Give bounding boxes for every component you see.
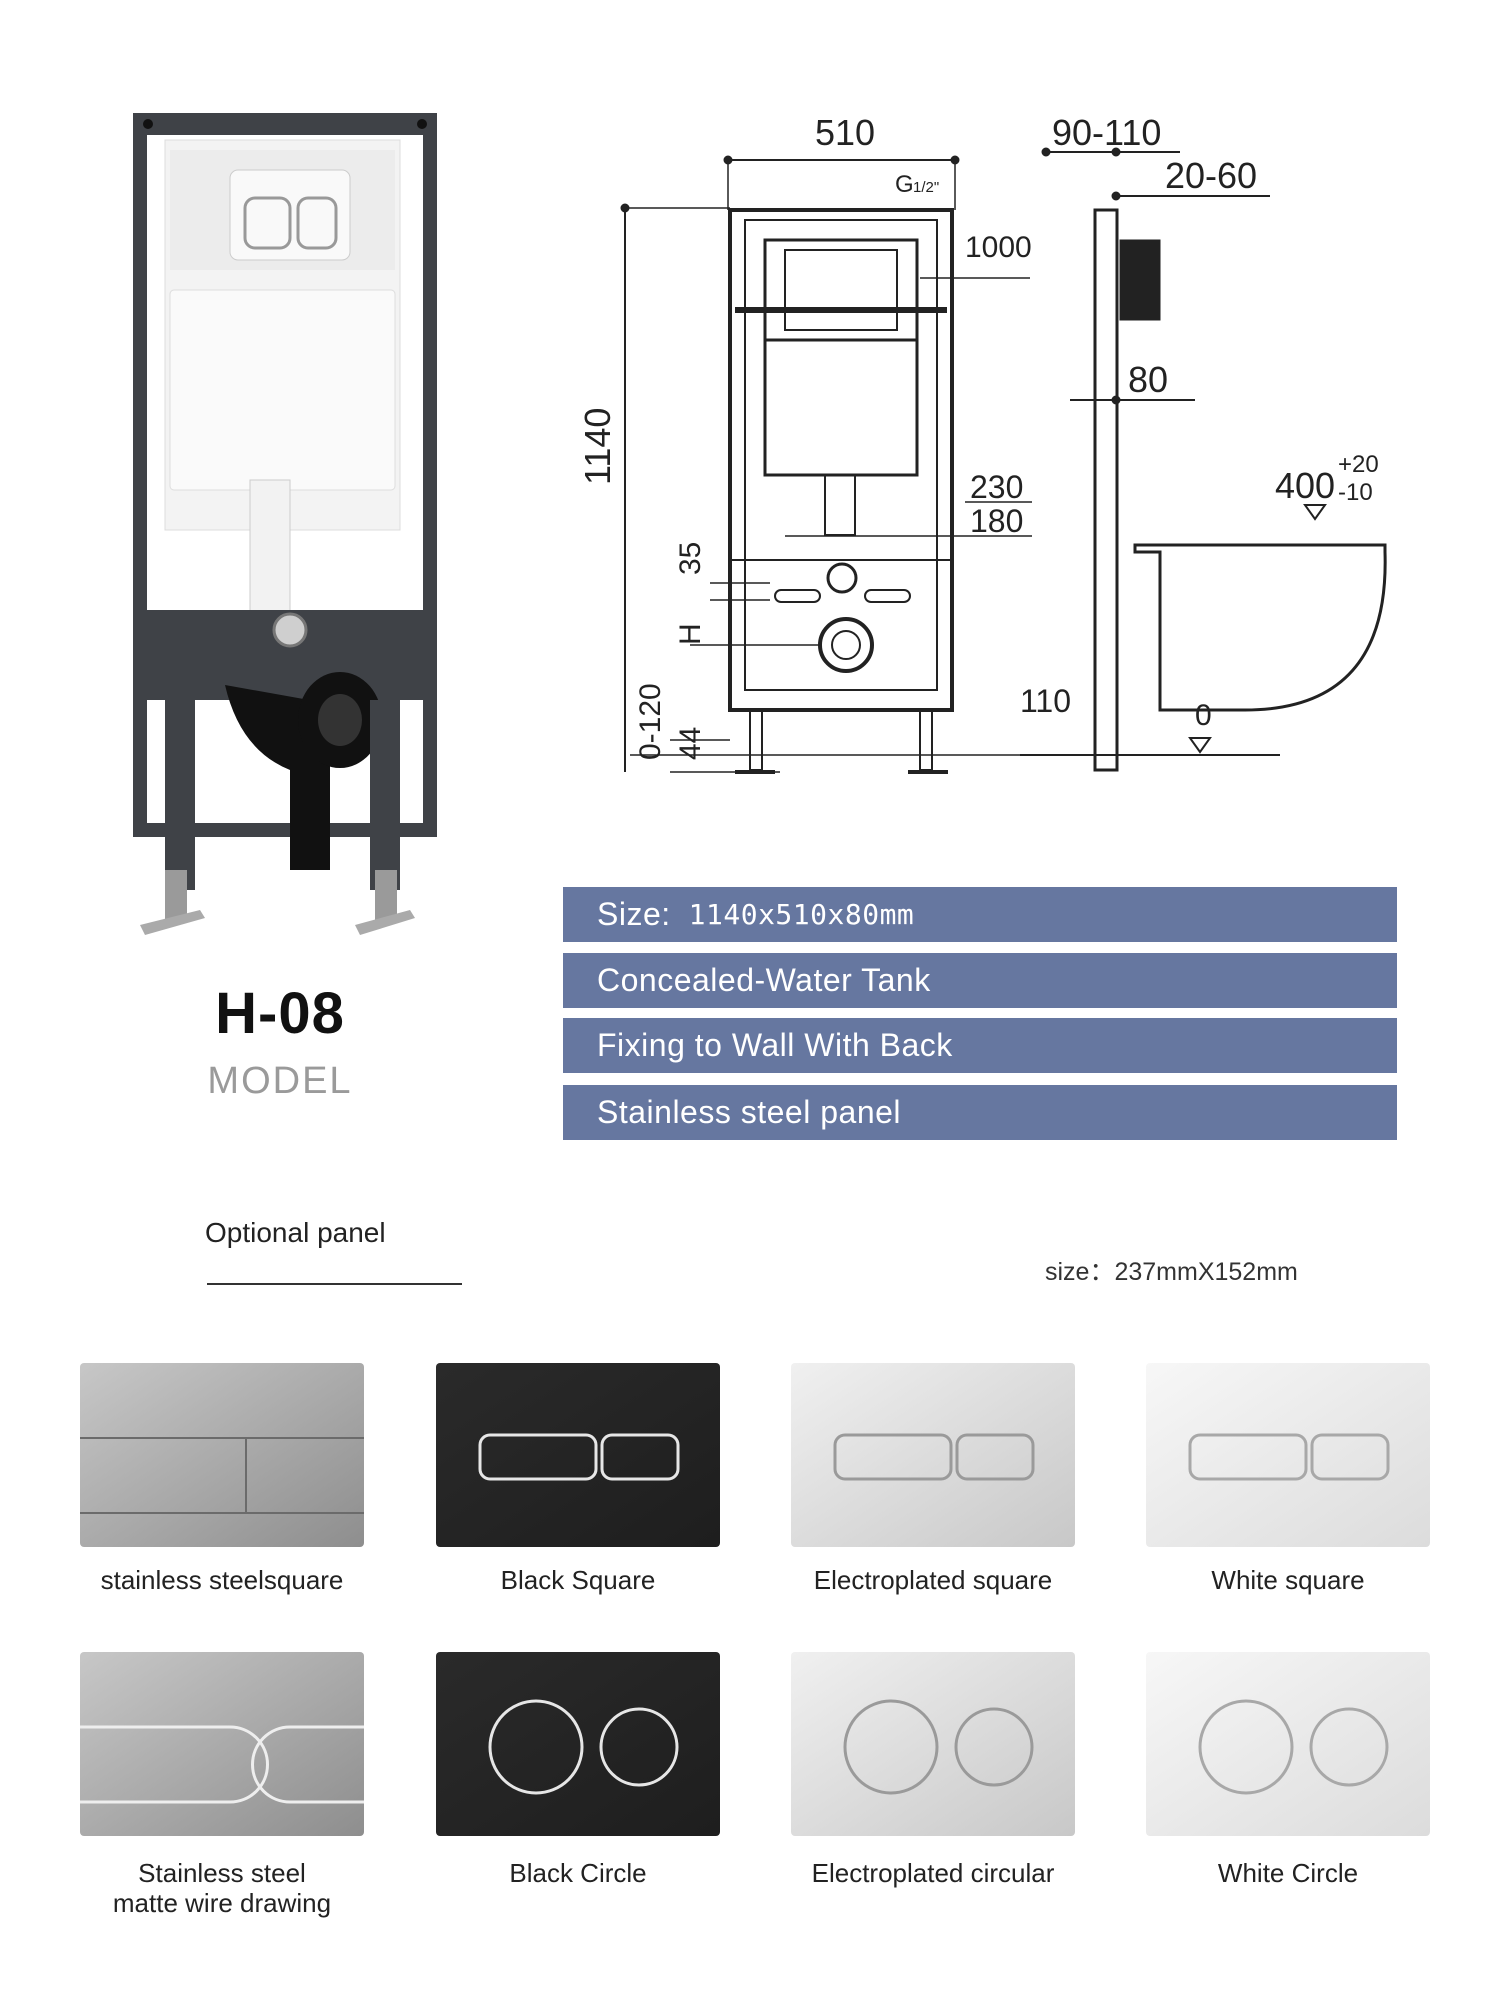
panel-caption: Electroplated square: [813, 1565, 1053, 1595]
spec-tank-label: Concealed-Water Tank: [597, 962, 931, 998]
dim-connection: G: [895, 171, 914, 198]
spec-size: Size: 1140x510x80mm: [563, 887, 1397, 942]
dim-h: H: [674, 623, 707, 645]
dim-level-1000: 1000: [965, 231, 1032, 264]
spec-tank: Concealed-Water Tank: [563, 953, 1397, 1008]
side-technical-drawing: 90-110 20-60 80 400 +20 -10 110 0: [1020, 112, 1387, 772]
model-label: MODEL: [207, 1060, 353, 1102]
dim-depth: 90-110: [1052, 112, 1161, 153]
spec-panel-label: Stainless steel panel: [597, 1094, 902, 1130]
panel-swatch: [80, 1652, 364, 1836]
model-code: H-08: [215, 981, 345, 1046]
panel-swatch: [1146, 1652, 1430, 1836]
dim-230: 230: [970, 469, 1023, 505]
panel-size-label: size：237mmX152mm: [1045, 1258, 1298, 1286]
product-photo: [133, 113, 437, 935]
dim-width: 510: [815, 112, 875, 153]
dim-110: 110: [1020, 683, 1071, 719]
panel-swatch: [791, 1652, 1075, 1836]
panel-caption: Stainless steel matte wire drawing: [112, 1858, 332, 1918]
panel-caption: stainless steelsquare: [100, 1565, 344, 1595]
dim-tol-plus: +20: [1338, 451, 1379, 478]
panel-swatch: [80, 1363, 364, 1547]
dim-180: 180: [970, 503, 1023, 539]
spec-size-key: Size:: [597, 896, 671, 932]
front-technical-drawing: 510 G 1/2" 1140 1000 230 180 35 H 0-120 …: [577, 112, 1070, 774]
panel-swatch: [791, 1363, 1075, 1547]
panel-swatch: [1146, 1363, 1430, 1547]
panel-caption: White square: [1211, 1565, 1365, 1595]
panel-caption: Black Square: [500, 1565, 656, 1595]
dim-seat-height: 400: [1275, 465, 1335, 506]
dim-35: 35: [674, 542, 707, 575]
dim-tol-minus: -10: [1338, 479, 1373, 506]
dim-height: 1140: [577, 408, 618, 485]
panel-swatch: [436, 1363, 720, 1547]
panel-swatch: [436, 1652, 720, 1836]
dim-floor: 0: [1195, 699, 1212, 732]
panel-caption: White Circle: [1217, 1858, 1359, 1888]
panel-caption: Electroplated circular: [811, 1858, 1055, 1888]
optional-panel-title: Optional panel: [205, 1222, 386, 1248]
dim-frame: 80: [1128, 359, 1168, 400]
panel-caption: Black Circle: [509, 1858, 647, 1888]
spec-fixing: Fixing to Wall With Back: [563, 1018, 1397, 1073]
dim-connection-frac: 1/2": [913, 179, 939, 196]
spec-size-value: 1140x510x80mm: [688, 898, 915, 931]
dim-offset: 20-60: [1165, 155, 1257, 196]
spec-fixing-label: Fixing to Wall With Back: [597, 1027, 953, 1063]
spec-panel: Stainless steel panel: [563, 1085, 1397, 1140]
dim-0-120: 0-120: [634, 683, 667, 760]
section-divider: [207, 1283, 462, 1285]
